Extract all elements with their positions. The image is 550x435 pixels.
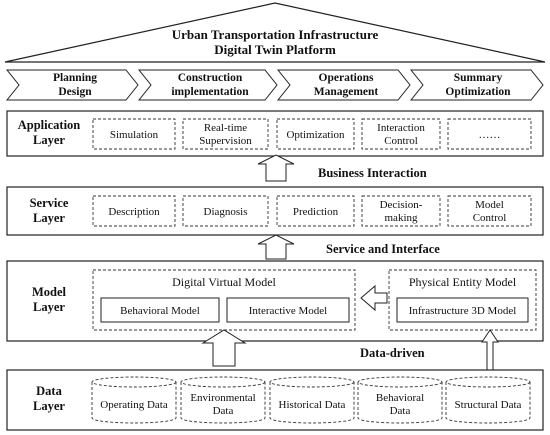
interactive-model-label: Interactive Model (249, 305, 328, 317)
behavioral-model-box (100, 297, 220, 323)
item-label: Diagnosis (204, 206, 248, 218)
phase-summary-optimization: Summary Optimization (409, 69, 544, 101)
item-label: Simulation (110, 129, 159, 141)
application-layer-label-line-2: Layer (33, 133, 65, 147)
phase-label-line-2: Management (314, 86, 379, 98)
infrastructure-3d-model-box (396, 297, 529, 323)
database-icon (269, 382, 355, 424)
item-label-line-1: Decision- (380, 199, 423, 211)
item-label: Prediction (293, 206, 339, 218)
data-layer: Data Layer Operating Data Environmental … (6, 369, 544, 431)
phase-row: Planning Design Construction implementat… (5, 69, 544, 101)
service-layer-label-line-1: Service (30, 196, 69, 210)
left-arrow-icon (360, 284, 388, 312)
data-item-historical-data: Historical Data (269, 376, 355, 424)
service-item-model-control: Model Control (447, 195, 532, 227)
data-item-structural-data: Structural Data (445, 376, 531, 424)
up-arrow-icon (201, 329, 247, 367)
phase-construction-implementation: Construction implementation (137, 69, 278, 101)
behavioral-model-label: Behavioral Model (120, 305, 200, 317)
up-arrow-icon (257, 154, 295, 182)
database-icon (180, 382, 266, 424)
service-item-prediction: Prediction (276, 195, 355, 227)
service-interface-band: Service and Interface (257, 234, 440, 260)
digital-virtual-model: Digital Virtual Model Behavioral Model I… (92, 269, 356, 331)
service-interface-label: Service and Interface (326, 242, 440, 256)
app-item-realtime-supervision: Real-time Supervision (182, 118, 269, 150)
database-icon (91, 382, 177, 424)
data-layer-label-line-1: Data (36, 384, 62, 398)
app-item-more: …… (447, 118, 532, 150)
application-layer: Application Layer Simulation Real-time S… (6, 110, 544, 157)
app-item-optimization: Optimization (276, 118, 355, 150)
service-item-description: Description (92, 195, 176, 227)
item-label: Operating Data (100, 399, 168, 411)
item-label-line-2: making (385, 212, 418, 224)
phase-label-line-1: Construction (178, 72, 243, 84)
service-layer: Service Layer Description Diagnosis Pred… (6, 186, 544, 236)
application-layer-label-line-1: Application (18, 118, 81, 132)
digital-virtual-model-title: Digital Virtual Model (172, 275, 276, 289)
item-label-line-2: Supervision (199, 135, 252, 147)
item-label-line-2: Data (390, 405, 411, 417)
platform-roof: Urban Transportation Infrastructure Digi… (4, 2, 546, 63)
phase-label-line-2: implementation (171, 86, 249, 98)
database-icon (445, 382, 531, 424)
model-layer: Model Layer Digital Virtual Model Behavi… (6, 260, 544, 342)
phase-label-line-1: Summary (454, 72, 503, 84)
item-label-line-1: Model (475, 199, 504, 211)
phase-planning-design: Planning Design (5, 69, 139, 101)
item-label-line-2: Data (213, 405, 234, 417)
data-driven-band: Data-driven (201, 329, 499, 379)
service-item-decision-making: Decision- making (361, 195, 441, 227)
item-label: Historical Data (279, 399, 346, 411)
item-label-line-1: Behavioral (376, 392, 424, 404)
phase-label-line-1: Planning (53, 72, 97, 84)
item-label-line-1: Interaction (377, 122, 425, 134)
up-arrow-icon (257, 234, 295, 260)
physical-entity-model: Physical Entity Model Infrastructure 3D … (388, 269, 537, 331)
platform-title-line-2: Digital Twin Platform (214, 42, 336, 57)
data-item-operating-data: Operating Data (91, 376, 177, 424)
item-label-line-2: Control (384, 135, 418, 147)
physical-entity-model-title: Physical Entity Model (409, 275, 517, 289)
item-label: …… (479, 129, 501, 141)
phase-label-line-2: Design (58, 86, 92, 98)
service-layer-label-line-2: Layer (33, 211, 65, 225)
service-item-diagnosis: Diagnosis (182, 195, 269, 227)
item-label-line-1: Environmental (190, 392, 255, 404)
business-interaction-label: Business Interaction (318, 166, 427, 180)
data-item-environmental-data: Environmental Data (180, 376, 266, 424)
phase-label-line-1: Operations (319, 72, 374, 84)
item-label-line-1: Real-time (204, 122, 247, 134)
app-item-interaction-control: Interaction Control (361, 118, 441, 150)
data-item-behavioral-data: Behavioral Data (357, 376, 443, 424)
data-layer-label-line-2: Layer (33, 399, 65, 413)
roof-shape (4, 2, 546, 63)
phase-label-line-2: Optimization (445, 86, 511, 98)
model-layer-label-line-2: Layer (33, 300, 65, 314)
item-label: Description (108, 206, 160, 218)
database-icon (357, 382, 443, 424)
phase-operations-management: Operations Management (276, 69, 411, 101)
interactive-model-box (226, 297, 350, 323)
platform-title-line-1: Urban Transportation Infrastructure (172, 27, 379, 42)
data-driven-label: Data-driven (360, 346, 425, 360)
business-interaction-band: Business Interaction (257, 154, 427, 182)
infrastructure-3d-model-label: Infrastructure 3D Model (409, 305, 517, 317)
up-arrow-icon (481, 329, 499, 379)
item-label: Optimization (286, 129, 345, 141)
model-layer-label-line-1: Model (32, 285, 67, 299)
app-item-simulation: Simulation (92, 118, 176, 150)
item-label-line-2: Control (473, 212, 507, 224)
item-label: Structural Data (455, 399, 522, 411)
